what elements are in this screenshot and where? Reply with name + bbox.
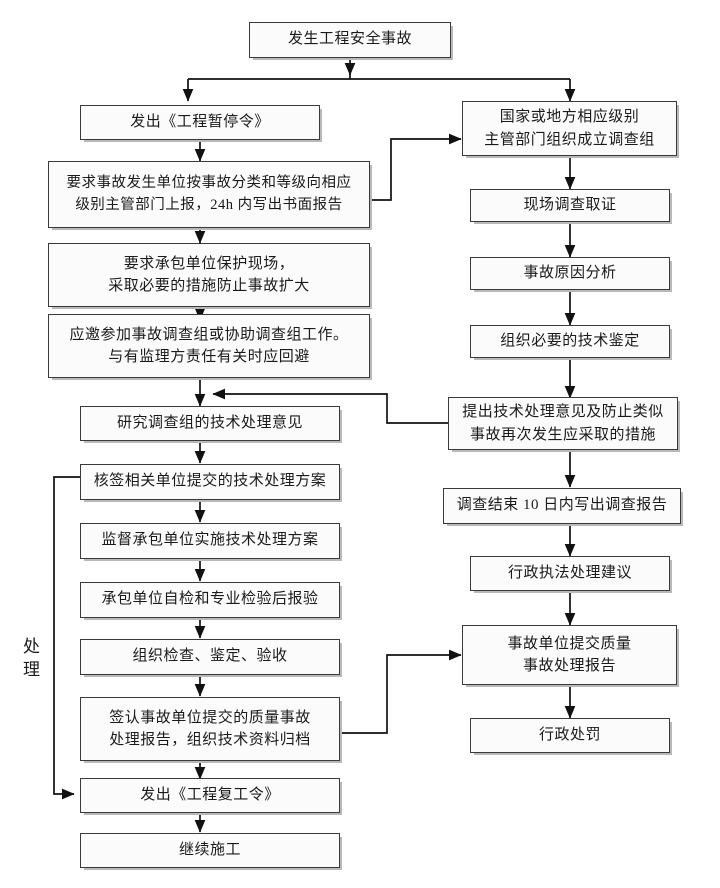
side-label-processing: 处 理 xyxy=(23,637,41,679)
node-supervise-implementation[interactable]: 监督承包单位实施技术处理方案 xyxy=(80,523,340,559)
node-propose-measures[interactable]: 提出技术处理意见及防止类似 事故再次发生应采取的措施 xyxy=(448,397,678,450)
node-report-requirement[interactable]: 要求事故发生单位按事故分类和等级向相应 级别主管部门上报，24h 内写出书面报告 xyxy=(48,161,370,228)
node-establish-investigation-group[interactable]: 国家或地方相应级别 主管部门组织成立调查组 xyxy=(462,101,677,156)
node-accident[interactable]: 发生工程安全事故 xyxy=(249,22,451,58)
node-cause-analysis[interactable]: 事故原因分析 xyxy=(470,257,670,290)
node-join-investigation[interactable]: 应邀参加事故调查组或协助调查组工作。 与有监理方责任有关时应回避 xyxy=(48,314,370,378)
edge-countersign-loop-resume xyxy=(53,476,80,800)
node-technical-appraisal[interactable]: 组织必要的技术鉴定 xyxy=(470,325,670,358)
node-sign-report[interactable]: 签认事故单位提交的质量事故 处理报告，组织技术资料归档 xyxy=(80,697,340,761)
node-submit-quality-report[interactable]: 事故单位提交质量 事故处理报告 xyxy=(462,625,677,685)
edge-report-establishgroup xyxy=(370,133,462,201)
node-resume-order[interactable]: 发出《工程复工令》 xyxy=(80,778,340,813)
node-protect-site[interactable]: 要求承包单位保护现场， 采取必要的措施防止事故扩大 xyxy=(48,243,370,307)
node-admin-penalty[interactable]: 行政处罚 xyxy=(470,718,670,753)
node-site-investigation[interactable]: 现场调查取证 xyxy=(470,189,670,222)
node-contractor-selfcheck[interactable]: 承包单位自检和专业检验后报验 xyxy=(80,582,340,618)
node-organize-acceptance[interactable]: 组织检查、鉴定、验收 xyxy=(80,639,340,675)
node-countersign-plan[interactable]: 核签相关单位提交的技术处理方案 xyxy=(80,464,340,500)
node-suspend-order[interactable]: 发出《工程暂停令》 xyxy=(80,105,320,140)
edge-sign-submitreport xyxy=(340,649,462,734)
edge-split-bar xyxy=(188,72,570,80)
node-continue-work[interactable]: 继续施工 xyxy=(80,833,340,868)
node-enforcement-advice[interactable]: 行政执法处理建议 xyxy=(470,556,670,591)
node-study-opinion[interactable]: 研究调查组的技术处理意见 xyxy=(80,406,340,441)
node-investigation-report[interactable]: 调查结束 10 日内写出调查报告 xyxy=(443,488,681,524)
